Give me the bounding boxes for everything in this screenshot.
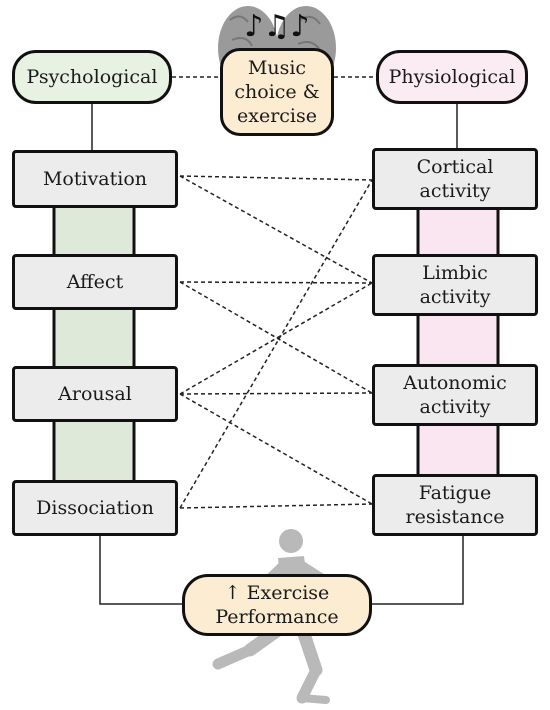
music-choice-exercise-label: Music choice & exercise bbox=[234, 57, 320, 127]
music-choice-exercise-node: Music choice & exercise bbox=[220, 48, 334, 136]
arousal-label: Arousal bbox=[58, 383, 132, 405]
limbic-activity-box: Limbic activity bbox=[372, 254, 538, 316]
link-arousal-to-fatigue-resistance bbox=[179, 393, 373, 505]
psychological-column bbox=[52, 203, 136, 485]
link-motivation-to-cortical-activity bbox=[179, 175, 373, 181]
psychological-header: Psychological bbox=[12, 50, 172, 104]
motivation-box: Motivation bbox=[12, 150, 178, 208]
physiological-label: Physiological bbox=[388, 66, 516, 88]
physiological-header: Physiological bbox=[376, 50, 528, 104]
affect-label: Affect bbox=[66, 271, 124, 293]
limbic-activity-label: Limbic activity bbox=[419, 262, 491, 308]
factor-links bbox=[179, 175, 373, 509]
cortical-activity-box: Cortical activity bbox=[372, 148, 538, 210]
autonomic-activity-box: Autonomic activity bbox=[372, 364, 538, 426]
dissociation-label: Dissociation bbox=[36, 497, 154, 519]
dissociation-box: Dissociation bbox=[12, 480, 178, 536]
fatigue-resistance-label: Fatigue resistance bbox=[405, 482, 505, 528]
psychological-label: Psychological bbox=[26, 66, 158, 88]
cortical-activity-label: Cortical activity bbox=[416, 156, 494, 202]
link-arousal-to-autonomic-activity bbox=[179, 392, 373, 395]
motivation-label: Motivation bbox=[42, 168, 148, 190]
exercise-performance-label: ↑ Exercise Performance bbox=[215, 582, 339, 628]
fatigue-resistance-box: Fatigue resistance bbox=[372, 474, 538, 536]
svg-text:♪♫♪: ♪♫♪ bbox=[244, 9, 309, 44]
affect-box: Affect bbox=[12, 254, 178, 310]
link-affect-to-limbic-activity bbox=[179, 281, 373, 284]
link-dissociation-to-cortical-activity bbox=[179, 179, 373, 509]
link-dissociation-to-fatigue-resistance bbox=[179, 503, 373, 509]
arousal-box: Arousal bbox=[12, 366, 178, 422]
physiological-column bbox=[416, 203, 500, 479]
link-arousal-to-limbic-activity bbox=[179, 282, 373, 395]
exercise-performance-node: ↑ Exercise Performance bbox=[182, 574, 372, 636]
autonomic-activity-label: Autonomic activity bbox=[403, 372, 507, 418]
link-motivation-to-limbic-activity bbox=[179, 175, 373, 284]
link-affect-to-autonomic-activity bbox=[179, 281, 373, 394]
